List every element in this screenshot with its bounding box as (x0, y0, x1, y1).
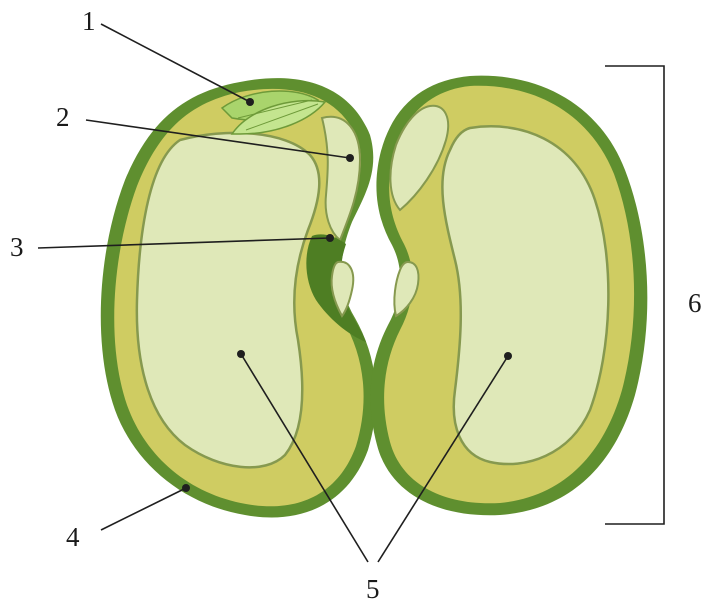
leader-4 (101, 488, 186, 530)
label-2: 2 (56, 102, 70, 132)
label-6: 6 (688, 288, 702, 318)
label-5: 5 (366, 574, 380, 604)
right-cotyledon (442, 126, 608, 464)
right-seed-half (370, 76, 647, 516)
label-4: 4 (66, 522, 80, 552)
leader-1-dot (246, 98, 254, 106)
leader-3-dot (326, 234, 334, 242)
label-3: 3 (10, 232, 24, 262)
leader-2-dot (346, 154, 354, 162)
left-embryonic-axis (322, 117, 360, 240)
label-1: 1 (82, 6, 96, 36)
leader-1 (101, 24, 250, 102)
left-cotyledon (137, 133, 319, 467)
left-seed-half (101, 78, 376, 517)
leader-5a-dot (237, 350, 245, 358)
leader-5b-dot (504, 352, 512, 360)
leader-4-dot (182, 484, 190, 492)
